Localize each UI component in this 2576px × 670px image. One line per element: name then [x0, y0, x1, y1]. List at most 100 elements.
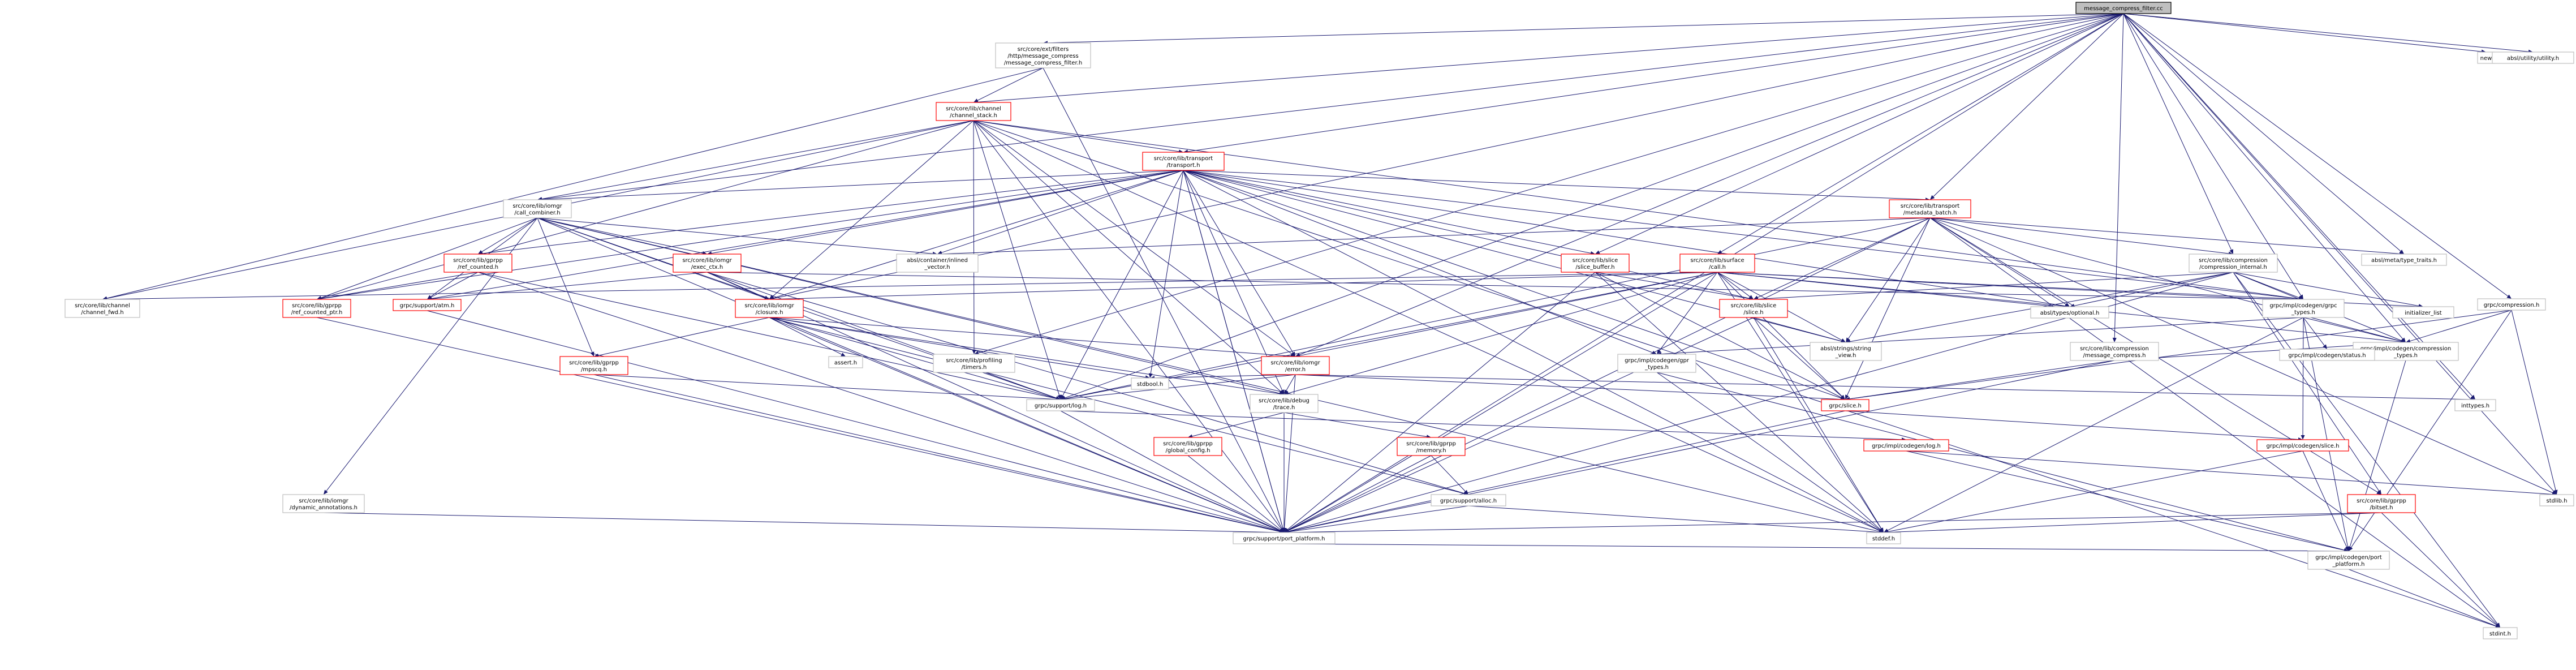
node-label: /message_compress.h: [2083, 353, 2146, 359]
node-label: /channel_stack.h: [950, 113, 997, 119]
node-label: src/core/lib/profiling: [946, 358, 1002, 364]
edge-line: [1846, 217, 1931, 396]
node-timers[interactable]: src/core/lib/profiling/timers.h: [933, 354, 1015, 373]
edge-ref-counted-ptr-to-port-platform: [316, 317, 1284, 534]
node-ref-counted-ptr[interactable]: src/core/lib/gprpp/ref_counted_ptr.h: [282, 299, 351, 318]
edge-line: [1659, 272, 1718, 351]
node-box: [282, 494, 365, 513]
edge-message-compress-to-grpc-slice: [1845, 360, 2115, 401]
edge-channel-stack-to-call-combiner: [537, 120, 974, 201]
node-compression-internal[interactable]: src/core/lib/compression/compression_int…: [2189, 254, 2278, 273]
node-slice-h[interactable]: src/core/lib/slice/slice.h: [1719, 299, 1788, 318]
node-abs-optional[interactable]: absl/types/optional.h: [2030, 306, 2109, 319]
edge-bitset-to-port-platform: [1284, 512, 2382, 535]
node-codegen-port-platform[interactable]: grpc/impl/codegen/port_platform.h: [2307, 551, 2390, 570]
node-label: /global_config.h: [1166, 448, 1211, 454]
node-call-combiner[interactable]: src/core/lib/iomgr/call_combiner.h: [503, 199, 572, 218]
node-channel-fwd[interactable]: src/core/lib/channel/channel_fwd.h: [64, 299, 140, 318]
node-type-traits[interactable]: absl/meta/type_traits.h: [2361, 254, 2447, 266]
node-support-log[interactable]: grpc/support/log.h: [1026, 399, 1095, 411]
edge-line: [1183, 170, 2066, 307]
node-closure[interactable]: src/core/lib/iomgr/closure.h: [735, 299, 804, 318]
node-inttypes[interactable]: inttypes.h: [2454, 399, 2496, 411]
edge-line: [1753, 317, 1842, 342]
edge-line: [769, 317, 1280, 394]
edge-surface-call-to-iomgr-error: [1295, 272, 1718, 358]
edge-line: [2511, 310, 2556, 491]
edge-line: [1060, 410, 1281, 531]
edge-line: [1183, 170, 1880, 531]
node-dyn-annotations[interactable]: src/core/lib/iomgr/dynamic_annotations.h: [282, 494, 365, 513]
node-box: [933, 354, 1015, 373]
node-codegen-grpc-types[interactable]: grpc/impl/codegen/grpc_types.h: [2262, 299, 2345, 318]
edge-root-to-codegen-compression-types: [2123, 13, 2406, 342]
node-metadata-batch[interactable]: src/core/lib/transport/metadata_batch.h: [1889, 199, 1971, 218]
edge-closure-to-mpscq: [594, 317, 770, 358]
edge-line: [1661, 317, 2304, 355]
node-message-compress[interactable]: src/core/lib/compression/message_compres…: [2070, 342, 2159, 361]
edge-codegen-grpc-types-to-codegen-slice: [2301, 317, 2305, 440]
node-codegen-slice[interactable]: grpc/impl/codegen/slice.h: [2256, 439, 2349, 452]
node-debug-trace[interactable]: src/core/lib/debug/trace.h: [1250, 394, 1319, 413]
node-label: src/core/lib/gprpp: [1163, 441, 1213, 447]
edge-line: [973, 120, 975, 350]
node-stdbool[interactable]: stdbool.h: [1131, 377, 1169, 390]
node-assert-h[interactable]: assert.h: [828, 356, 863, 368]
node-port-platform[interactable]: grpc/support/port_platform.h: [1233, 532, 1336, 544]
node-surface-call[interactable]: src/core/lib/surface/call.h: [1679, 254, 1755, 273]
node-stddef[interactable]: stddef.h: [1866, 532, 1901, 544]
edge-line: [1888, 450, 2303, 532]
edge-closure-to-iomgr-error: [769, 317, 1295, 358]
edge-line: [2114, 13, 2124, 338]
node-box: [1250, 394, 1319, 413]
node-string-view[interactable]: absl/strings/string_view.h: [1810, 342, 1882, 361]
node-grpc-compression[interactable]: grpc/compression.h: [2477, 298, 2546, 311]
edge-compression-internal-to-bitset: [2233, 272, 2381, 495]
edge-line: [537, 217, 1280, 531]
node-label: absl/container/inlined: [907, 257, 968, 264]
node-codegen-status[interactable]: grpc/impl/codegen/status.h: [2279, 349, 2375, 361]
edge-arrowhead: [1463, 489, 1468, 495]
edge-arrowhead: [1748, 295, 1754, 299]
edge-line: [1929, 217, 2553, 493]
node-box: [2256, 439, 2349, 452]
node-gpr-types[interactable]: grpc/impl/codegen/gpr_types.h: [1617, 354, 1696, 373]
node-gprpp-memory[interactable]: src/core/lib/gprpp/memory.h: [1397, 437, 1466, 456]
node-channel-stack[interactable]: src/core/lib/channel/channel_stack.h: [936, 102, 1011, 121]
node-box: [2262, 299, 2345, 318]
edge-line: [321, 217, 538, 298]
node-slice-buffer[interactable]: src/core/lib/slice/slice_buffer.h: [1561, 254, 1630, 273]
edge-metadata-batch-to-string-view: [1846, 217, 1931, 342]
node-codegen-log[interactable]: grpc/impl/codegen/log.h: [1863, 439, 1949, 452]
edge-transport-to-support-log: [1061, 170, 1184, 400]
node-layer: message_compress_filter.ccsrc/core/ext/f…: [64, 2, 2574, 639]
edge-transport-to-closure: [769, 170, 1184, 300]
node-label: /exec_ctx.h: [691, 264, 723, 270]
edge-surface-call-to-port-platform: [1284, 272, 1718, 532]
edge-slice-buffer-to-slice-h: [1595, 272, 1754, 301]
node-label: src/core/lib/channel: [946, 106, 1001, 112]
node-stdlib[interactable]: stdlib.h: [2539, 494, 2574, 506]
node-exec-ctx[interactable]: src/core/lib/iomgr/exec_ctx.h: [673, 254, 742, 273]
edge-metadata-batch-to-inlined-vector: [937, 217, 1931, 256]
node-mpscq[interactable]: src/core/lib/gprpp/mpscq.h: [559, 356, 628, 375]
node-iomgr-error[interactable]: src/core/lib/iomgr/error.h: [1261, 356, 1330, 375]
node-label: grpc/impl/codegen/status.h: [2288, 353, 2366, 359]
node-mcf-h[interactable]: src/core/ext/filters/http/message_compre…: [995, 42, 1091, 68]
node-stdint[interactable]: stdint.h: [2483, 627, 2518, 639]
node-support-alloc[interactable]: grpc/support/alloc.h: [1431, 494, 1506, 506]
node-initializer-list[interactable]: initializer_list: [2392, 306, 2454, 319]
node-ref-counted[interactable]: src/core/lib/gprpp/ref_counted.h: [443, 254, 512, 273]
node-transport[interactable]: src/core/lib/transport/transport.h: [1142, 152, 1225, 171]
node-atm[interactable]: grpc/support/atm.h: [393, 299, 462, 311]
node-grpc-slice[interactable]: grpc/slice.h: [1821, 399, 1869, 411]
node-label: absl/meta/type_traits.h: [2371, 257, 2437, 264]
edge-line: [316, 317, 1280, 532]
node-inlined-vector[interactable]: absl/container/inlined_vector.h: [896, 254, 979, 273]
node-absl-utility[interactable]: absl/utility/utility.h: [2492, 51, 2574, 64]
edge-line: [321, 120, 974, 299]
node-bitset[interactable]: src/core/lib/gprpp/bitset.h: [2347, 494, 2416, 513]
edge-transport-to-iomgr-error: [1183, 170, 1295, 357]
edge-line: [977, 67, 1044, 101]
node-global-config[interactable]: src/core/lib/gprpp/global_config.h: [1153, 437, 1222, 456]
